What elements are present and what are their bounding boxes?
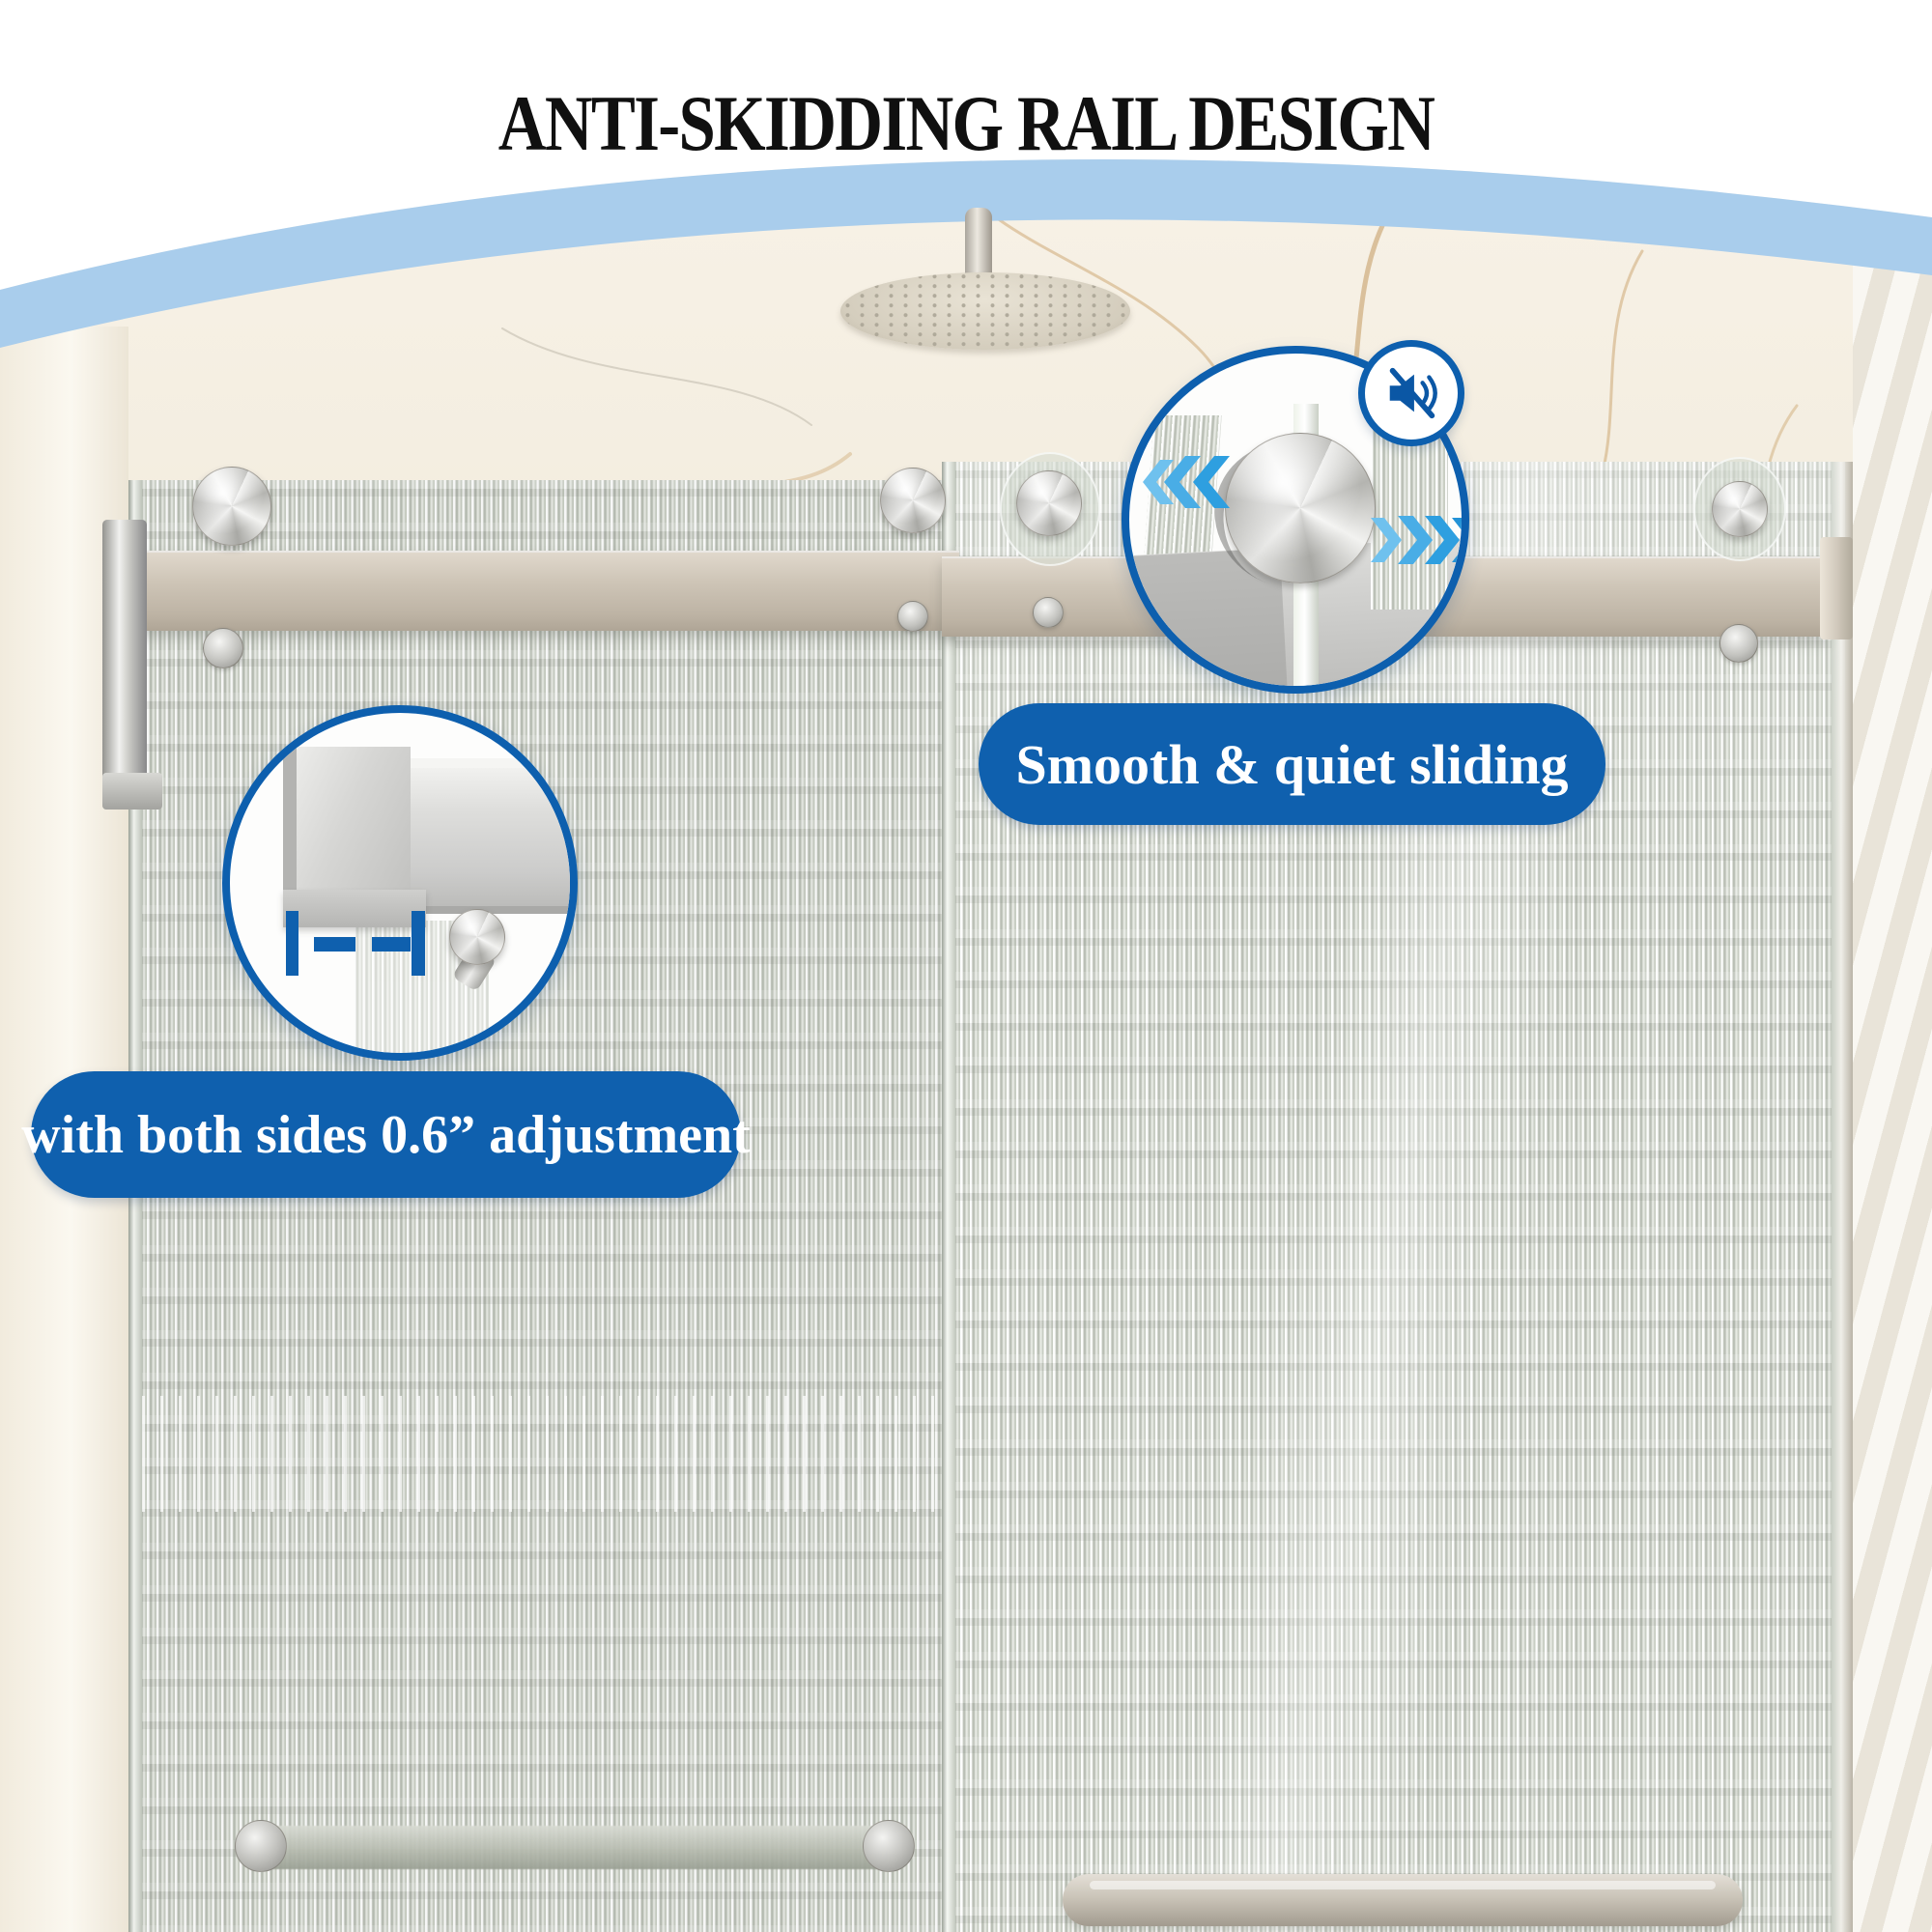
callout-roller-disc — [1225, 433, 1376, 583]
roller-disc — [880, 468, 946, 533]
glass-reflection — [135, 1396, 952, 1512]
chevrons-right-icon — [1371, 516, 1462, 564]
adjustment-zoom-callout — [222, 705, 578, 1061]
sliding-feature-label: Smooth & quiet sliding — [979, 703, 1605, 825]
front-glass-left-edge — [942, 462, 955, 1932]
roller-disc — [192, 467, 271, 546]
arch-blue-band — [0, 159, 1932, 348]
left-wall-bracket — [102, 520, 147, 810]
page-title: ANTI-SKIDDING RAIL DESIGN — [497, 78, 1435, 167]
adjustment-dash — [314, 937, 355, 952]
towel-bar-cap — [235, 1820, 287, 1872]
callout-bracket-block — [283, 747, 411, 890]
chevrons-left-icon — [1143, 456, 1230, 508]
rain-shower-head — [840, 272, 1130, 350]
rear-sliding-rail — [128, 551, 959, 631]
anti-jump-bolt — [1033, 597, 1064, 628]
adjustment-right-stop — [412, 911, 425, 976]
towel-bar-highlight — [1090, 1881, 1716, 1889]
callout-bolt-head — [449, 909, 505, 965]
roller-disc — [1016, 470, 1082, 536]
anti-jump-bolt — [203, 628, 243, 668]
arch-top — [0, 0, 1932, 348]
glass-texture — [128, 480, 959, 1932]
quiet-badge — [1358, 340, 1464, 446]
rear-door-towel-bar — [235, 1826, 913, 1869]
right-wall-bracket — [1820, 537, 1853, 639]
anti-jump-bolt — [897, 601, 928, 632]
rear-glass-door — [128, 480, 959, 1932]
front-glass-right-edge — [1832, 462, 1853, 1932]
window-blind-shadow-wall — [1853, 249, 1932, 1932]
anti-jump-bolt — [1719, 624, 1758, 663]
adjustment-feature-label: with both sides 0.6” adjustment — [21, 1071, 751, 1198]
towel-bar-cap — [863, 1820, 915, 1872]
mute-speaker-icon — [1389, 367, 1437, 419]
rear-glass-left-edge — [128, 480, 142, 1932]
left-bracket-foot — [102, 773, 162, 810]
callout-rail-arm — [397, 758, 570, 914]
adjustment-dash — [372, 937, 411, 952]
front-door-towel-bar — [1063, 1874, 1743, 1926]
roller-disc — [1712, 481, 1768, 537]
callout-bracket-lip — [283, 890, 426, 927]
arch-white-area — [0, 0, 1932, 290]
adjustment-left-stop — [286, 911, 298, 976]
